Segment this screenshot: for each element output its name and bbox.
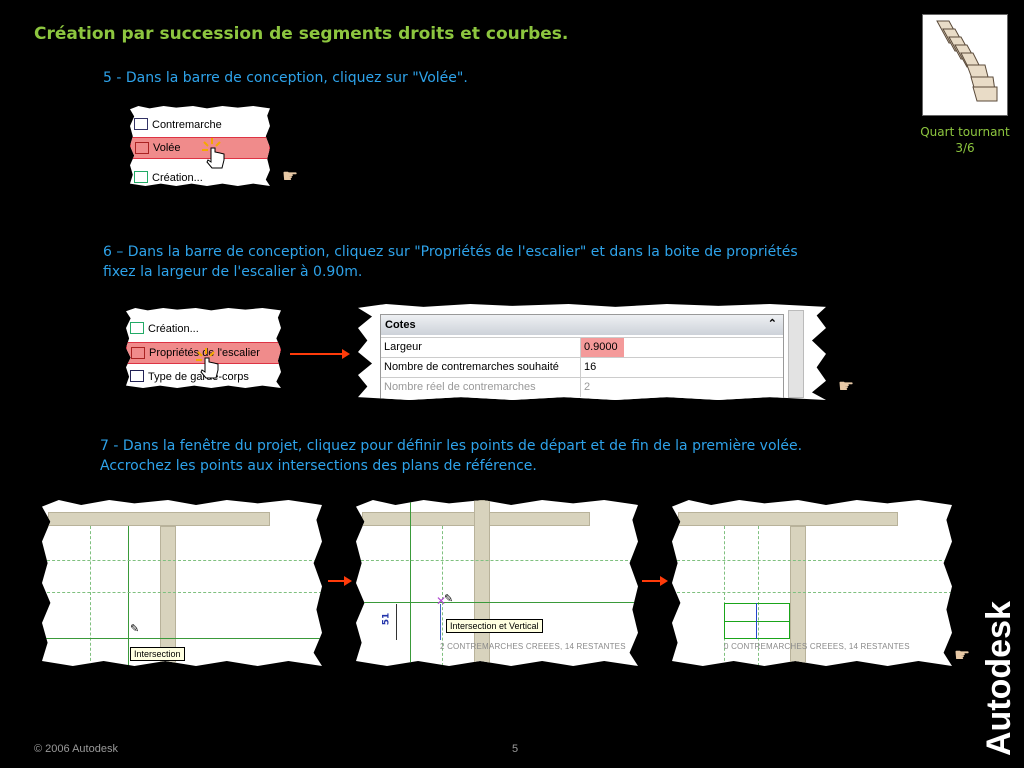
stair-thumbnail — [922, 14, 1008, 116]
copyright-text: © 2006 Autodesk — [34, 743, 118, 755]
arrow-right-icon — [642, 576, 668, 586]
reference-plane — [442, 526, 443, 666]
slide-title: Création par succession de segments droi… — [34, 24, 569, 44]
thumbnail-caption: Quart tournant 3/6 — [900, 124, 1024, 156]
properties-icon — [131, 347, 145, 359]
wall-horizontal — [48, 512, 270, 526]
plan-view-1[interactable]: ✎ Intersection — [42, 500, 322, 666]
dimension-label: 51 — [381, 612, 392, 626]
logo-text: Autodesk — [980, 601, 1018, 756]
pointer-hand-cursor-icon — [202, 138, 225, 169]
menu-item-label: Création... — [148, 323, 199, 335]
property-row: Nombre réel de contremarches 2 — [381, 377, 783, 397]
autodesk-logo: Autodesk — [980, 601, 1018, 756]
page-number: 5 — [512, 743, 519, 755]
snap-tooltip: Intersection et Vertical — [446, 619, 543, 633]
menu-item-label: Contremarche — [152, 119, 222, 131]
menu-item-label: Création... — [152, 172, 203, 184]
step-6-text-line1: 6 – Dans la barre de conception, cliquez… — [103, 244, 798, 260]
wall-horizontal — [678, 512, 898, 526]
railing-icon — [130, 370, 144, 382]
next-hand-icon[interactable]: ☛ — [838, 376, 855, 397]
riser-icon — [134, 118, 148, 130]
caption-title: Quart tournant — [920, 125, 1010, 139]
reference-plane — [724, 526, 725, 666]
run-icon — [135, 142, 149, 154]
design-bar-menu-2: Création... Propriétés de l'escalier Typ… — [126, 308, 281, 388]
property-key: Nombre de contremarches souhaité — [384, 361, 559, 373]
properties-section-header[interactable]: Cotes ⌃ — [381, 315, 783, 335]
property-row: Nombre de contremarches souhaité 16 — [381, 357, 783, 377]
step-7-text-line2: Accrochez les points aux intersections d… — [100, 458, 537, 474]
reference-plane — [672, 560, 952, 561]
properties-dialog: Cotes ⌃ Largeur 0.9000 Nombre de contrem… — [358, 304, 826, 400]
menu-item-stair-properties[interactable]: Propriétés de l'escalier — [126, 342, 281, 364]
caption-page: 3/6 — [955, 141, 975, 155]
reference-plane — [128, 526, 129, 666]
arrow-right-icon — [290, 349, 350, 359]
menu-item-contremarche[interactable]: Contremarche — [130, 114, 270, 136]
property-value-input[interactable]: 0.9000 — [580, 338, 624, 357]
snap-marker-icon: ✕ — [436, 594, 447, 608]
reference-plane — [356, 602, 638, 603]
reference-plane — [758, 526, 759, 666]
run-sketch-line — [396, 604, 397, 640]
menu-item-label: Volée — [153, 142, 181, 154]
property-value-input[interactable]: 16 — [580, 358, 780, 377]
riser-status-text: 0 CONTREMARCHES CREEES, 14 RESTANTES — [724, 642, 910, 651]
reference-plane — [90, 526, 91, 666]
plan-view-2[interactable]: 51 ✕ ✎ Intersection et Vertical 2 CONTRE… — [356, 500, 638, 666]
menu-item-railing-type[interactable]: Type de garde-corps — [126, 366, 281, 388]
pointer-hand-cursor-icon — [196, 348, 219, 379]
reference-plane — [672, 592, 952, 593]
property-key: Largeur — [384, 341, 422, 353]
arrow-right-icon — [328, 576, 352, 586]
scrollbar[interactable] — [788, 310, 804, 398]
snap-tooltip: Intersection — [130, 647, 185, 661]
property-key: Nombre réel de contremarches — [384, 381, 536, 393]
reference-plane — [42, 638, 322, 639]
next-hand-icon[interactable]: ☛ — [954, 645, 971, 666]
property-row: Largeur 0.9000 — [381, 337, 783, 357]
next-hand-icon[interactable]: ☛ — [282, 166, 299, 187]
menu-item-label: Type de garde-corps — [148, 371, 249, 383]
sketch-icon — [130, 322, 144, 334]
menu-item-label: Propriétés de l'escalier — [149, 347, 260, 359]
stair-quarter-turn-icon — [936, 20, 998, 102]
wall-vertical — [160, 526, 176, 666]
property-value-readonly: 2 — [580, 378, 780, 397]
reference-plane — [42, 592, 322, 593]
stair-centerline — [756, 603, 757, 639]
step-7-text-line1: 7 - Dans la fenêtre du projet, cliquez p… — [100, 438, 803, 454]
reference-plane — [356, 560, 638, 561]
collapse-icon[interactable]: ⌃ — [767, 318, 777, 330]
pencil-cursor-icon: ✎ — [130, 622, 140, 635]
menu-item-creation[interactable]: Création... — [126, 318, 281, 340]
reference-plane — [42, 560, 322, 561]
sketch-icon — [134, 171, 148, 183]
stair-riser-line — [724, 621, 790, 622]
menu-item-creation[interactable]: Création... — [130, 167, 270, 186]
step-6-text-line2: fixez la largeur de l'escalier à 0.90m. — [103, 264, 363, 280]
reference-plane — [410, 500, 411, 666]
pencil-cursor-icon: ✎ — [444, 592, 454, 605]
step-5-text: 5 - Dans la barre de conception, cliquez… — [103, 70, 468, 86]
properties-table: Cotes ⌃ Largeur 0.9000 Nombre de contrem… — [380, 314, 784, 400]
riser-status-text: 2 CONTREMARCHES CREEES, 14 RESTANTES — [440, 642, 626, 651]
plan-view-3[interactable]: 0 CONTREMARCHES CREEES, 14 RESTANTES — [672, 500, 952, 666]
design-bar-menu-1: Contremarche Volée Création... — [130, 106, 270, 186]
section-title: Cotes — [385, 319, 416, 331]
run-sketch-line — [440, 604, 441, 640]
